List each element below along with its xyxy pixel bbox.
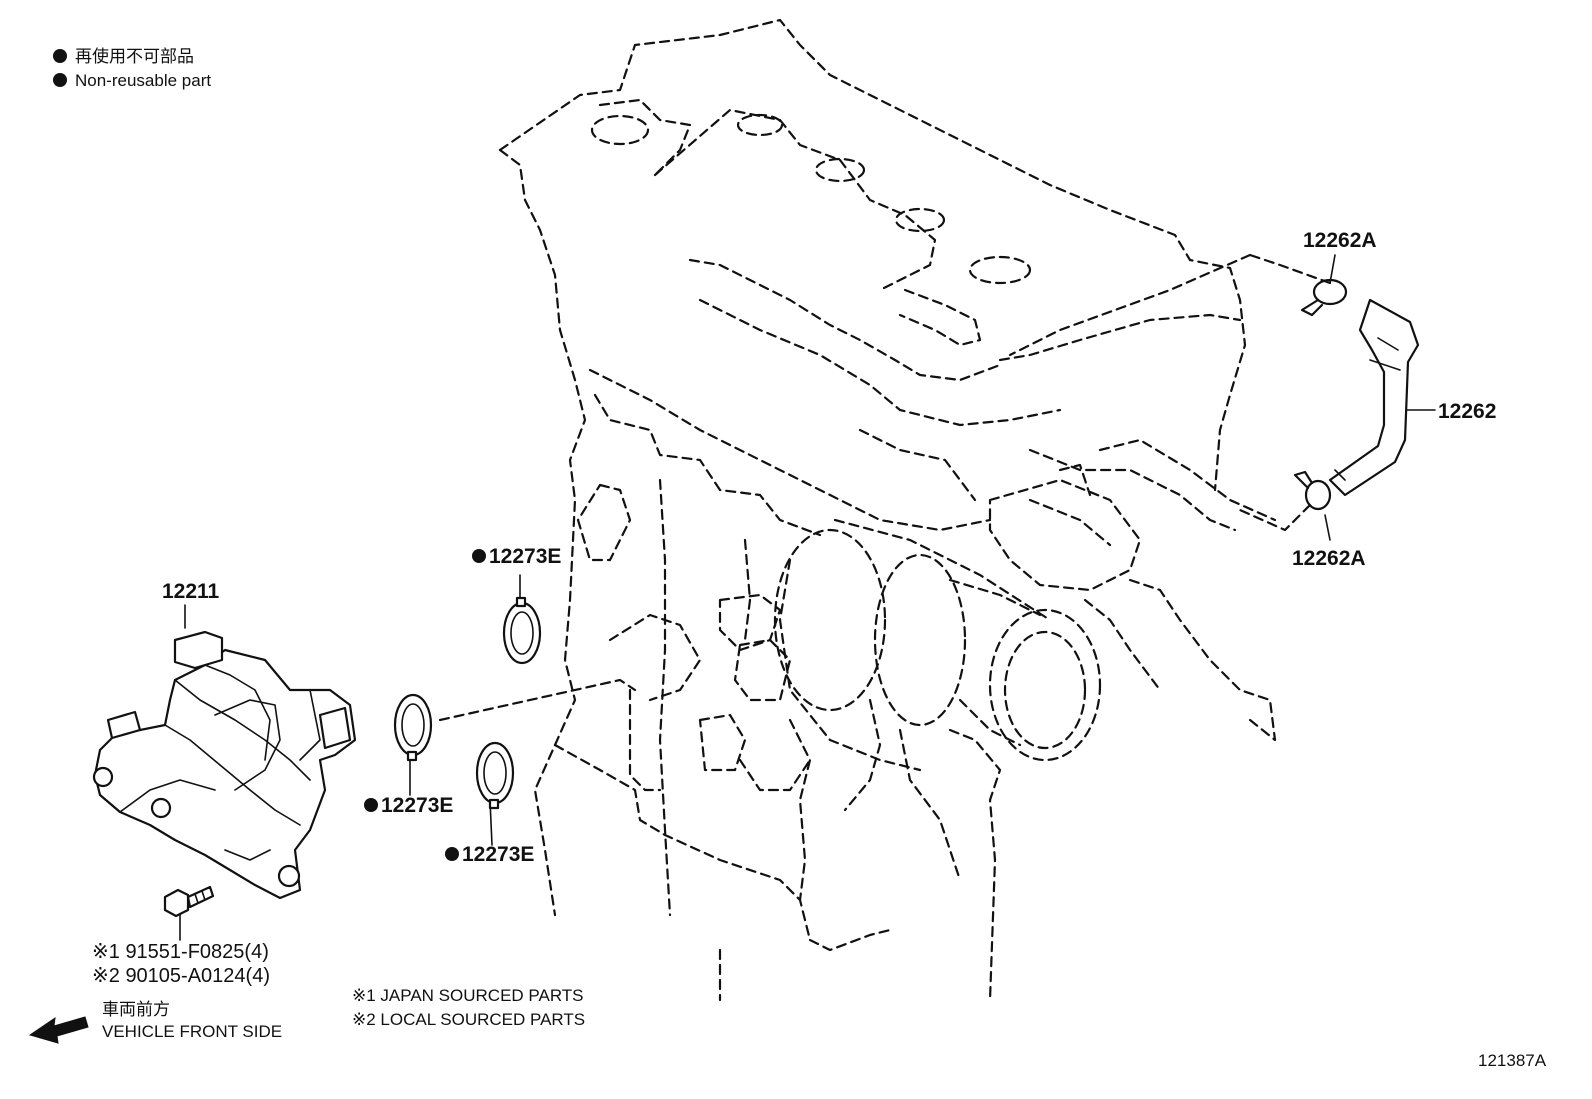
bolt	[163, 885, 215, 918]
non-reusable-marker-icon	[445, 847, 459, 861]
engine-outline	[498, 18, 1277, 1002]
gasket-upper	[502, 596, 542, 665]
callout-12211: 12211	[162, 580, 220, 603]
callout-12262A-top: 12262A	[1303, 229, 1377, 252]
breather-hose	[1328, 298, 1420, 497]
legend-bullet-icon	[53, 73, 67, 87]
hose-clamp-top	[1300, 278, 1348, 317]
callout-bolt-local: ※2 90105-A0124(4)	[92, 965, 270, 987]
callout-12262: 12262	[1438, 400, 1496, 423]
gasket-lower	[475, 741, 515, 810]
legend: 再使用不可部品 Non-reusable part	[53, 46, 211, 90]
callout-12273E-lower: 12273E	[462, 843, 534, 866]
leader-lines	[179, 253, 1436, 941]
front-arrow-icon	[28, 1016, 89, 1044]
legend-line-english: Non-reusable part	[75, 71, 211, 90]
callout-bolt-japan: ※1 91551-F0825(4)	[92, 941, 269, 963]
callout-12262A-bottom: 12262A	[1292, 547, 1366, 570]
orientation-japanese: 車両前方	[102, 1000, 170, 1020]
orientation-english: VEHICLE FRONT SIDE	[102, 1022, 282, 1041]
oil-separator	[92, 630, 357, 900]
legend-line-japanese: 再使用不可部品	[75, 46, 194, 67]
callout-12273E-upper: 12273E	[489, 545, 561, 568]
legend-bullet-icon	[53, 49, 67, 63]
non-reusable-marker-icon	[472, 549, 486, 563]
callout-12273E-middle: 12273E	[381, 794, 453, 817]
figure-id: 121387A	[1478, 1051, 1547, 1070]
note-local-sourced: ※2 LOCAL SOURCED PARTS	[352, 1010, 585, 1029]
note-japan-sourced: ※1 JAPAN SOURCED PARTS	[352, 986, 584, 1005]
hose-clamp-bottom	[1293, 470, 1332, 511]
non-reusable-marker-icon	[364, 798, 378, 812]
gasket-middle	[393, 693, 433, 762]
